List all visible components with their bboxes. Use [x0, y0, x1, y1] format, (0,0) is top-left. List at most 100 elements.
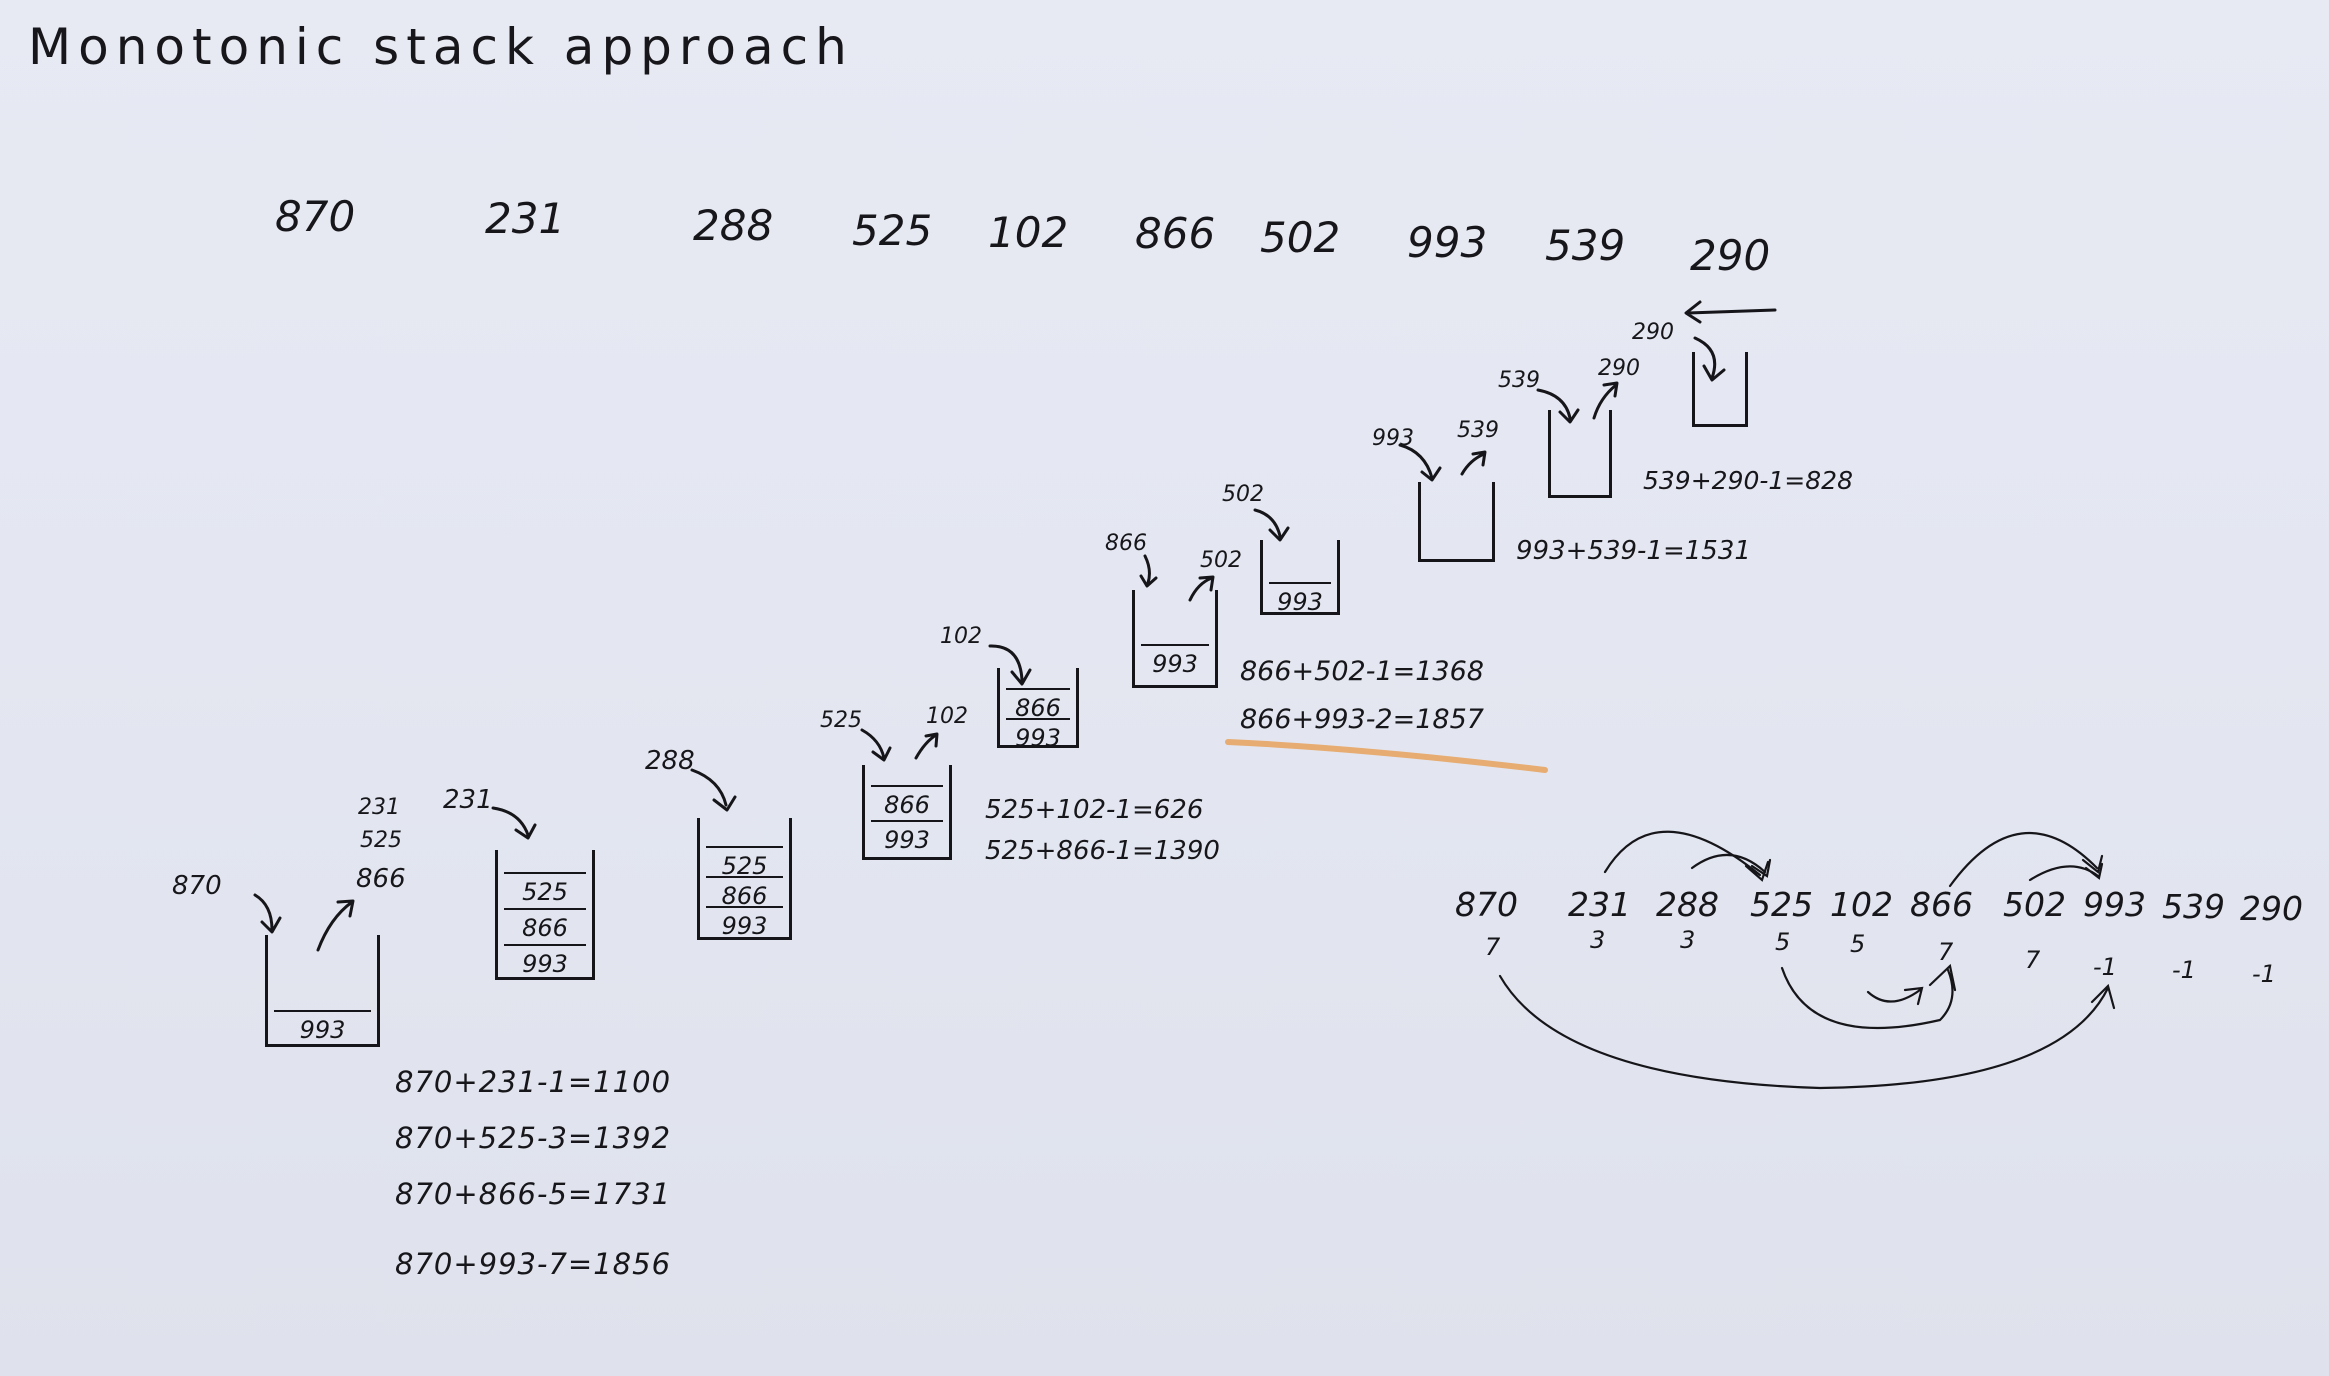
incoming-value: 290: [1632, 320, 1674, 345]
stack-cell: 993: [504, 944, 586, 976]
result-value: 539: [2162, 887, 2225, 926]
arrow-out-icon: [1592, 381, 1619, 420]
incoming-value: 539: [1498, 368, 1540, 393]
incoming-value: 102: [940, 624, 982, 649]
top-number: 288: [693, 201, 774, 250]
stack-cell: 525: [706, 846, 783, 878]
calculation: 870+866-5=1731: [395, 1177, 672, 1211]
stack-cell: 993: [274, 1010, 371, 1042]
result-value: 290: [2240, 889, 2303, 928]
arc-arrow-icon: [1603, 830, 1770, 882]
stack-box: 993: [1260, 540, 1340, 615]
distance-value: 7: [2025, 946, 2041, 974]
stack-cell: 993: [706, 906, 783, 938]
calculation: 993+539-1=1531: [1516, 536, 1751, 566]
calculation: 539+290-1=828: [1643, 466, 1853, 495]
arrow-in-icon: [1398, 443, 1442, 482]
stack-cell: 993: [1006, 718, 1070, 750]
arrow-left-icon: [1684, 300, 1777, 324]
stack-cell: 525: [504, 872, 586, 904]
top-number: 866: [1135, 209, 1216, 258]
arrow-in-icon: [253, 893, 282, 934]
popped-value: 102: [926, 704, 968, 729]
arrow-in-icon: [1139, 554, 1158, 588]
popped-value: 525: [360, 828, 402, 853]
calculation: 866+502-1=1368: [1240, 656, 1484, 687]
calculation: 870+993-7=1856: [395, 1247, 672, 1281]
top-number: 993: [1407, 218, 1488, 267]
stack-box: 993: [265, 935, 380, 1047]
incoming-value: 993: [1372, 426, 1414, 451]
arrow-in-icon: [860, 728, 892, 762]
top-number: 870: [275, 192, 356, 241]
incoming-value: 870: [172, 871, 222, 901]
distance-value: 3: [1680, 926, 1696, 954]
result-value: 102: [1830, 885, 1893, 924]
calculation: 870+231-1=1100: [395, 1065, 672, 1099]
distance-value: -1: [2252, 960, 2276, 988]
stack-box: 866 993: [997, 668, 1079, 750]
stack-box: [1548, 410, 1612, 498]
popped-value: 290: [1598, 356, 1640, 381]
stack-box: 525 866 993: [697, 818, 792, 940]
arrow-in-icon: [1693, 336, 1726, 382]
distance-value: 7: [1938, 938, 1954, 966]
arrow-in-icon: [491, 806, 537, 840]
arc-arrow-icon: [1498, 974, 2116, 1090]
top-number: 539: [1545, 221, 1626, 270]
stack-cell: 866: [706, 876, 783, 908]
arrow-out-icon: [914, 732, 939, 760]
arrow-out-icon: [316, 899, 355, 952]
incoming-value: 866: [1105, 531, 1147, 556]
popped-value: 231: [358, 795, 400, 820]
stack-cell: 866: [1006, 688, 1070, 720]
stack-box: 525 866 993: [495, 850, 595, 980]
arc-arrow-icon: [1690, 853, 1772, 878]
result-value: 866: [1910, 885, 1973, 924]
top-number: 231: [485, 194, 566, 243]
arrow-in-icon: [690, 768, 737, 812]
incoming-value: 288: [645, 746, 695, 776]
result-value: 502: [2003, 885, 2066, 924]
top-number: 102: [988, 208, 1069, 257]
popped-value: 866: [356, 864, 406, 894]
stack-box: 993: [1132, 590, 1218, 688]
result-value: 231: [1568, 885, 1631, 924]
arrow-out-icon: [1188, 575, 1215, 602]
arrow-in-icon: [1536, 388, 1580, 424]
stack-box: 866 993: [862, 765, 952, 860]
result-value: 288: [1656, 885, 1719, 924]
stack-box: [1418, 482, 1495, 562]
stack-cell: 993: [871, 820, 943, 852]
popped-value: 539: [1457, 418, 1499, 443]
top-number: 290: [1690, 231, 1771, 280]
arc-arrow-icon: [1948, 831, 2104, 888]
result-value: 870: [1455, 885, 1518, 924]
calculation: 525+102-1=626: [985, 795, 1204, 825]
stack-cell: 866: [871, 785, 943, 817]
distance-value: -1: [2172, 956, 2196, 984]
incoming-value: 502: [1222, 482, 1264, 507]
top-number: 502: [1260, 213, 1341, 262]
distance-value: 5: [1850, 930, 1866, 958]
arrow-out-icon: [1460, 450, 1487, 476]
distance-value: 7: [1485, 933, 1501, 961]
distance-value: 5: [1775, 928, 1791, 956]
top-number: 525: [852, 206, 933, 255]
stack-cell: 993: [1269, 582, 1331, 614]
calculation: 870+525-3=1392: [395, 1121, 672, 1155]
page-title: Monotonic stack approach: [28, 18, 854, 76]
highlight-underline: [1225, 739, 1548, 773]
stack-cell: 993: [1141, 644, 1209, 676]
stack-cell: 866: [504, 908, 586, 940]
arc-arrow-icon: [1780, 963, 1957, 1030]
calculation: 525+866-1=1390: [985, 836, 1220, 866]
calculation: 866+993-2=1857: [1240, 704, 1484, 735]
arrow-in-icon: [1253, 508, 1290, 542]
stack-box: [1692, 352, 1748, 427]
distance-value: 3: [1590, 926, 1606, 954]
result-value: 525: [1750, 885, 1813, 924]
arrow-in-icon: [988, 644, 1032, 686]
